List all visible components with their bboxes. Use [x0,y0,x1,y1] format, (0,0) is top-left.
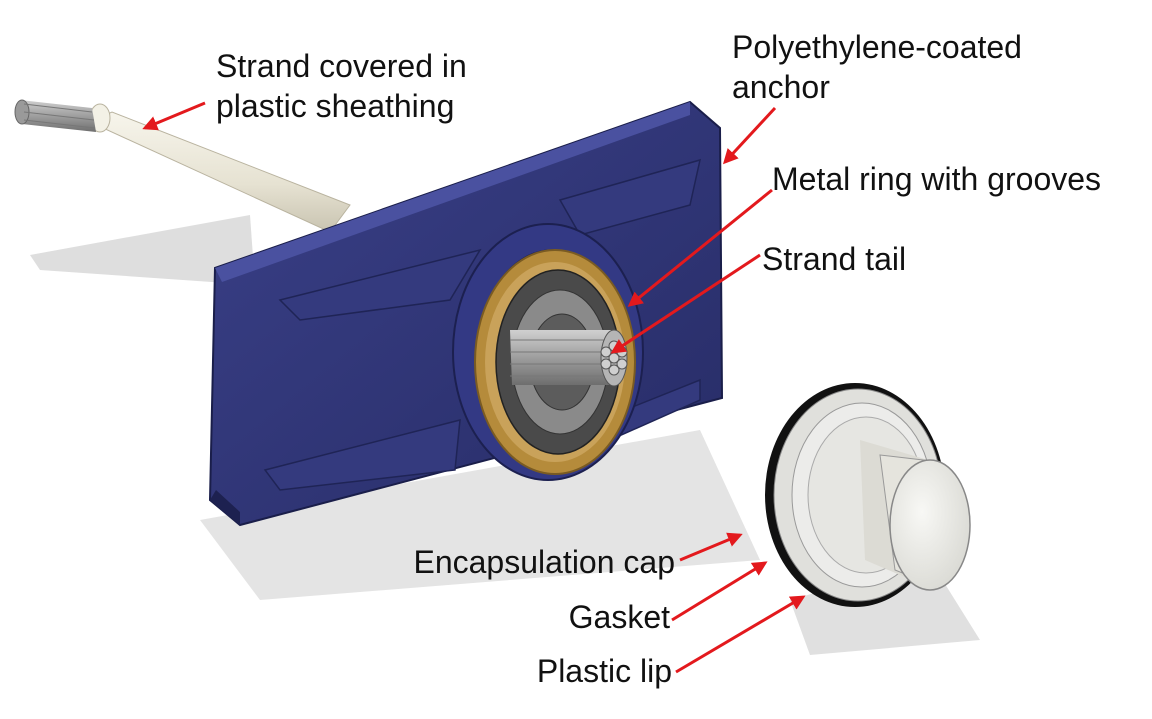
arrow-encapsulation-cap [679,532,743,562]
encapsulation-cap [765,383,971,607]
label-metal-ring: Metal ring with grooves [772,161,1102,197]
label-encapsulation-cap: Encapsulation cap [413,544,675,580]
label-anchor-line2: anchor [732,69,830,105]
strand-tail [510,329,628,387]
label-strand-sheath-line2: plastic sheathing [216,88,455,124]
label-strand-tail: Strand tail [762,241,907,277]
arrow-metal-ring [627,188,773,307]
bare-strand-end [14,99,96,132]
arrow-strand-sheath [142,101,206,131]
arrow-gasket [671,561,768,622]
arrow-anchor [722,106,777,165]
sheathed-strand [14,99,351,233]
callout-arrows [142,101,806,674]
label-anchor-line1: Polyethylene-coated [732,29,1022,65]
arrow-plastic-lip [675,595,806,674]
label-plastic-lip: Plastic lip [536,653,672,689]
label-strand-sheath-line1: Strand covered in [216,48,467,84]
arrow-strand-tail [610,253,761,354]
label-gasket: Gasket [568,599,670,635]
